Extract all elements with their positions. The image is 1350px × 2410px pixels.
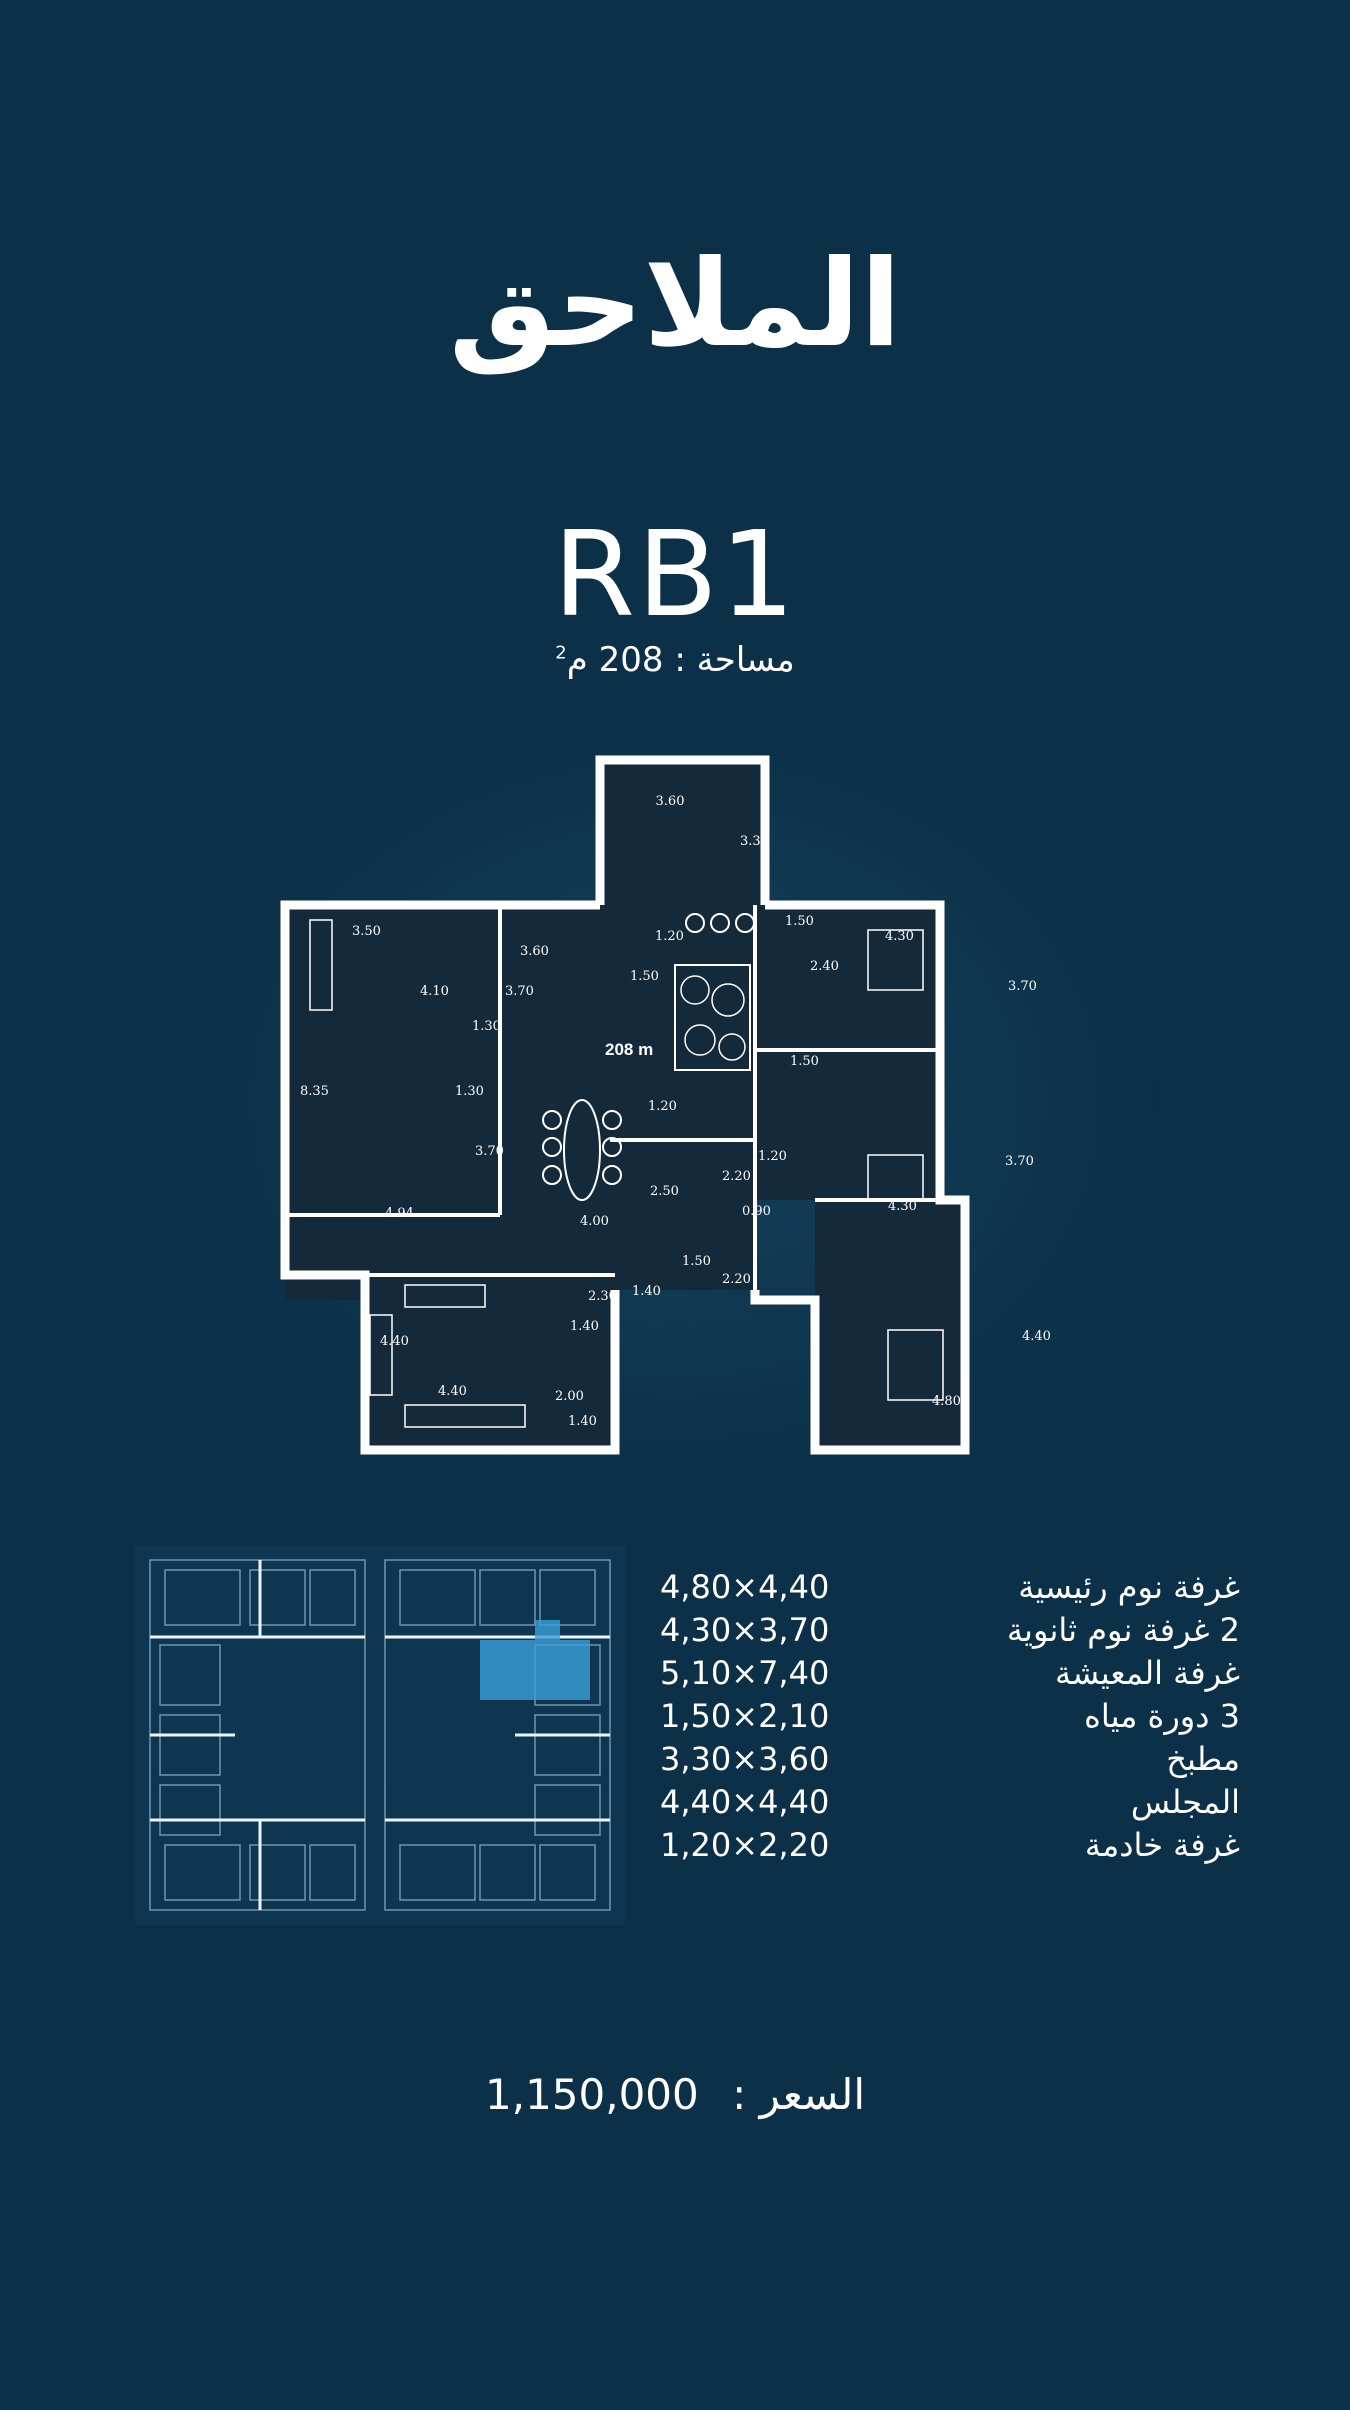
dim-label: 1.30	[472, 1019, 501, 1034]
dim-label: 1.30	[455, 1084, 484, 1099]
dim-label: 8.35	[300, 1084, 329, 1099]
spec-dims: 4,40×4,40	[660, 1782, 830, 1821]
dining-table	[542, 1099, 622, 1201]
dim-label: 3.70	[1005, 1154, 1034, 1169]
floorplan-area-label: 208 m	[605, 1040, 653, 1059]
beds	[867, 929, 944, 1401]
dim-label: 4.40	[380, 1334, 409, 1349]
dim-label: 3.70	[475, 1144, 504, 1159]
spec-row: 4,80×4,40 غرفة نوم رئيسية	[660, 1565, 1240, 1608]
spec-name: غرفة المعيشة	[1055, 1653, 1240, 1692]
spec-name: غرفة خادمة	[1084, 1825, 1240, 1864]
spec-dims: 5,10×7,40	[660, 1653, 830, 1692]
dim-label: 1.50	[785, 914, 814, 929]
area-value: 208	[598, 640, 664, 680]
dim-label: 2.30	[588, 1289, 617, 1304]
site-plan	[135, 1545, 625, 1925]
spec-name: المجلس	[1130, 1782, 1240, 1821]
dim-label: 1.20	[758, 1149, 787, 1164]
spec-name: 3 دورة مياه	[1084, 1696, 1240, 1735]
dim-label: 1.40	[632, 1284, 661, 1299]
price-label: السعر :	[732, 2070, 865, 2119]
spec-row: 3,30×3,60 مطبخ	[660, 1737, 1240, 1780]
spec-dims: 1,50×2,10	[660, 1696, 830, 1735]
courtyard	[674, 964, 751, 1071]
unit-code: RB1	[552, 505, 798, 643]
dim-label: 2.40	[810, 959, 839, 974]
area-unit: م	[566, 640, 588, 680]
spec-row: 1,20×2,20 غرفة خادمة	[660, 1823, 1240, 1866]
area-unit-sup: 2	[555, 642, 567, 664]
price: السعر : 1,150,000	[0, 2070, 1350, 2119]
dim-label: 3.70	[1008, 979, 1037, 994]
dim-label: 3.70	[505, 984, 534, 999]
dim-label: 4.10	[420, 984, 449, 999]
spec-dims: 3,30×3,60	[660, 1739, 830, 1778]
dim-label: 4.00	[580, 1214, 609, 1229]
unit-highlight	[480, 1640, 590, 1700]
dim-label: 4.40	[438, 1384, 467, 1399]
dim-label: 4.80	[932, 1394, 961, 1409]
dim-label: 4.30	[888, 1199, 917, 1214]
dim-label: 0.90	[742, 1204, 771, 1219]
dim-label: 1.50	[790, 1054, 819, 1069]
dim-label: 2.00	[555, 1389, 584, 1404]
dim-label: 1.20	[655, 929, 684, 944]
spec-dims: 4,30×3,70	[660, 1610, 830, 1649]
spec-row: 4,40×4,40 المجلس	[660, 1780, 1240, 1823]
spec-name: 2 غرفة نوم ثانوية	[1006, 1610, 1240, 1649]
dim-label: 3.30	[740, 834, 769, 849]
dim-label: 3.60	[656, 794, 685, 809]
spec-row: 1,50×2,10 3 دورة مياه	[660, 1694, 1240, 1737]
dim-label: 1.50	[682, 1254, 711, 1269]
area-label: مساحة : 208 م2	[0, 640, 1350, 680]
sofas	[309, 919, 526, 1428]
dim-label: 4.94	[385, 1206, 414, 1221]
floor-plan: 3.60 3.30 1.50 1.20 3.50 3.60 4.30 2.40 …	[280, 755, 1051, 1455]
dim-label: 2.20	[722, 1169, 751, 1184]
dim-label: 3.50	[352, 924, 381, 939]
spec-row: 4,30×3,70 2 غرفة نوم ثانوية	[660, 1608, 1240, 1651]
dim-label: 2.20	[722, 1272, 751, 1287]
spec-name: غرفة نوم رئيسية	[1018, 1567, 1240, 1606]
dim-label: 4.40	[1022, 1329, 1051, 1344]
dim-label: 1.50	[630, 969, 659, 984]
spec-dims: 4,80×4,40	[660, 1567, 830, 1606]
spec-row: 5,10×7,40 غرفة المعيشة	[660, 1651, 1240, 1694]
area-label-text: مساحة :	[674, 640, 795, 680]
spec-dims: 1,20×2,20	[660, 1825, 830, 1864]
dim-label: 1.20	[648, 1099, 677, 1114]
dim-label: 1.40	[568, 1414, 597, 1429]
page-title: الملاحق	[448, 235, 902, 374]
dim-label: 4.30	[885, 929, 914, 944]
spec-name: مطبخ	[1166, 1739, 1240, 1778]
dim-label: 1.40	[570, 1319, 599, 1334]
dim-label: 3.60	[520, 944, 549, 959]
price-value: 1,150,000	[485, 2070, 699, 2119]
specs-list: 4,80×4,40 غرفة نوم رئيسية 4,30×3,70 2 غر…	[660, 1565, 1240, 1866]
dim-label: 2.50	[650, 1184, 679, 1199]
